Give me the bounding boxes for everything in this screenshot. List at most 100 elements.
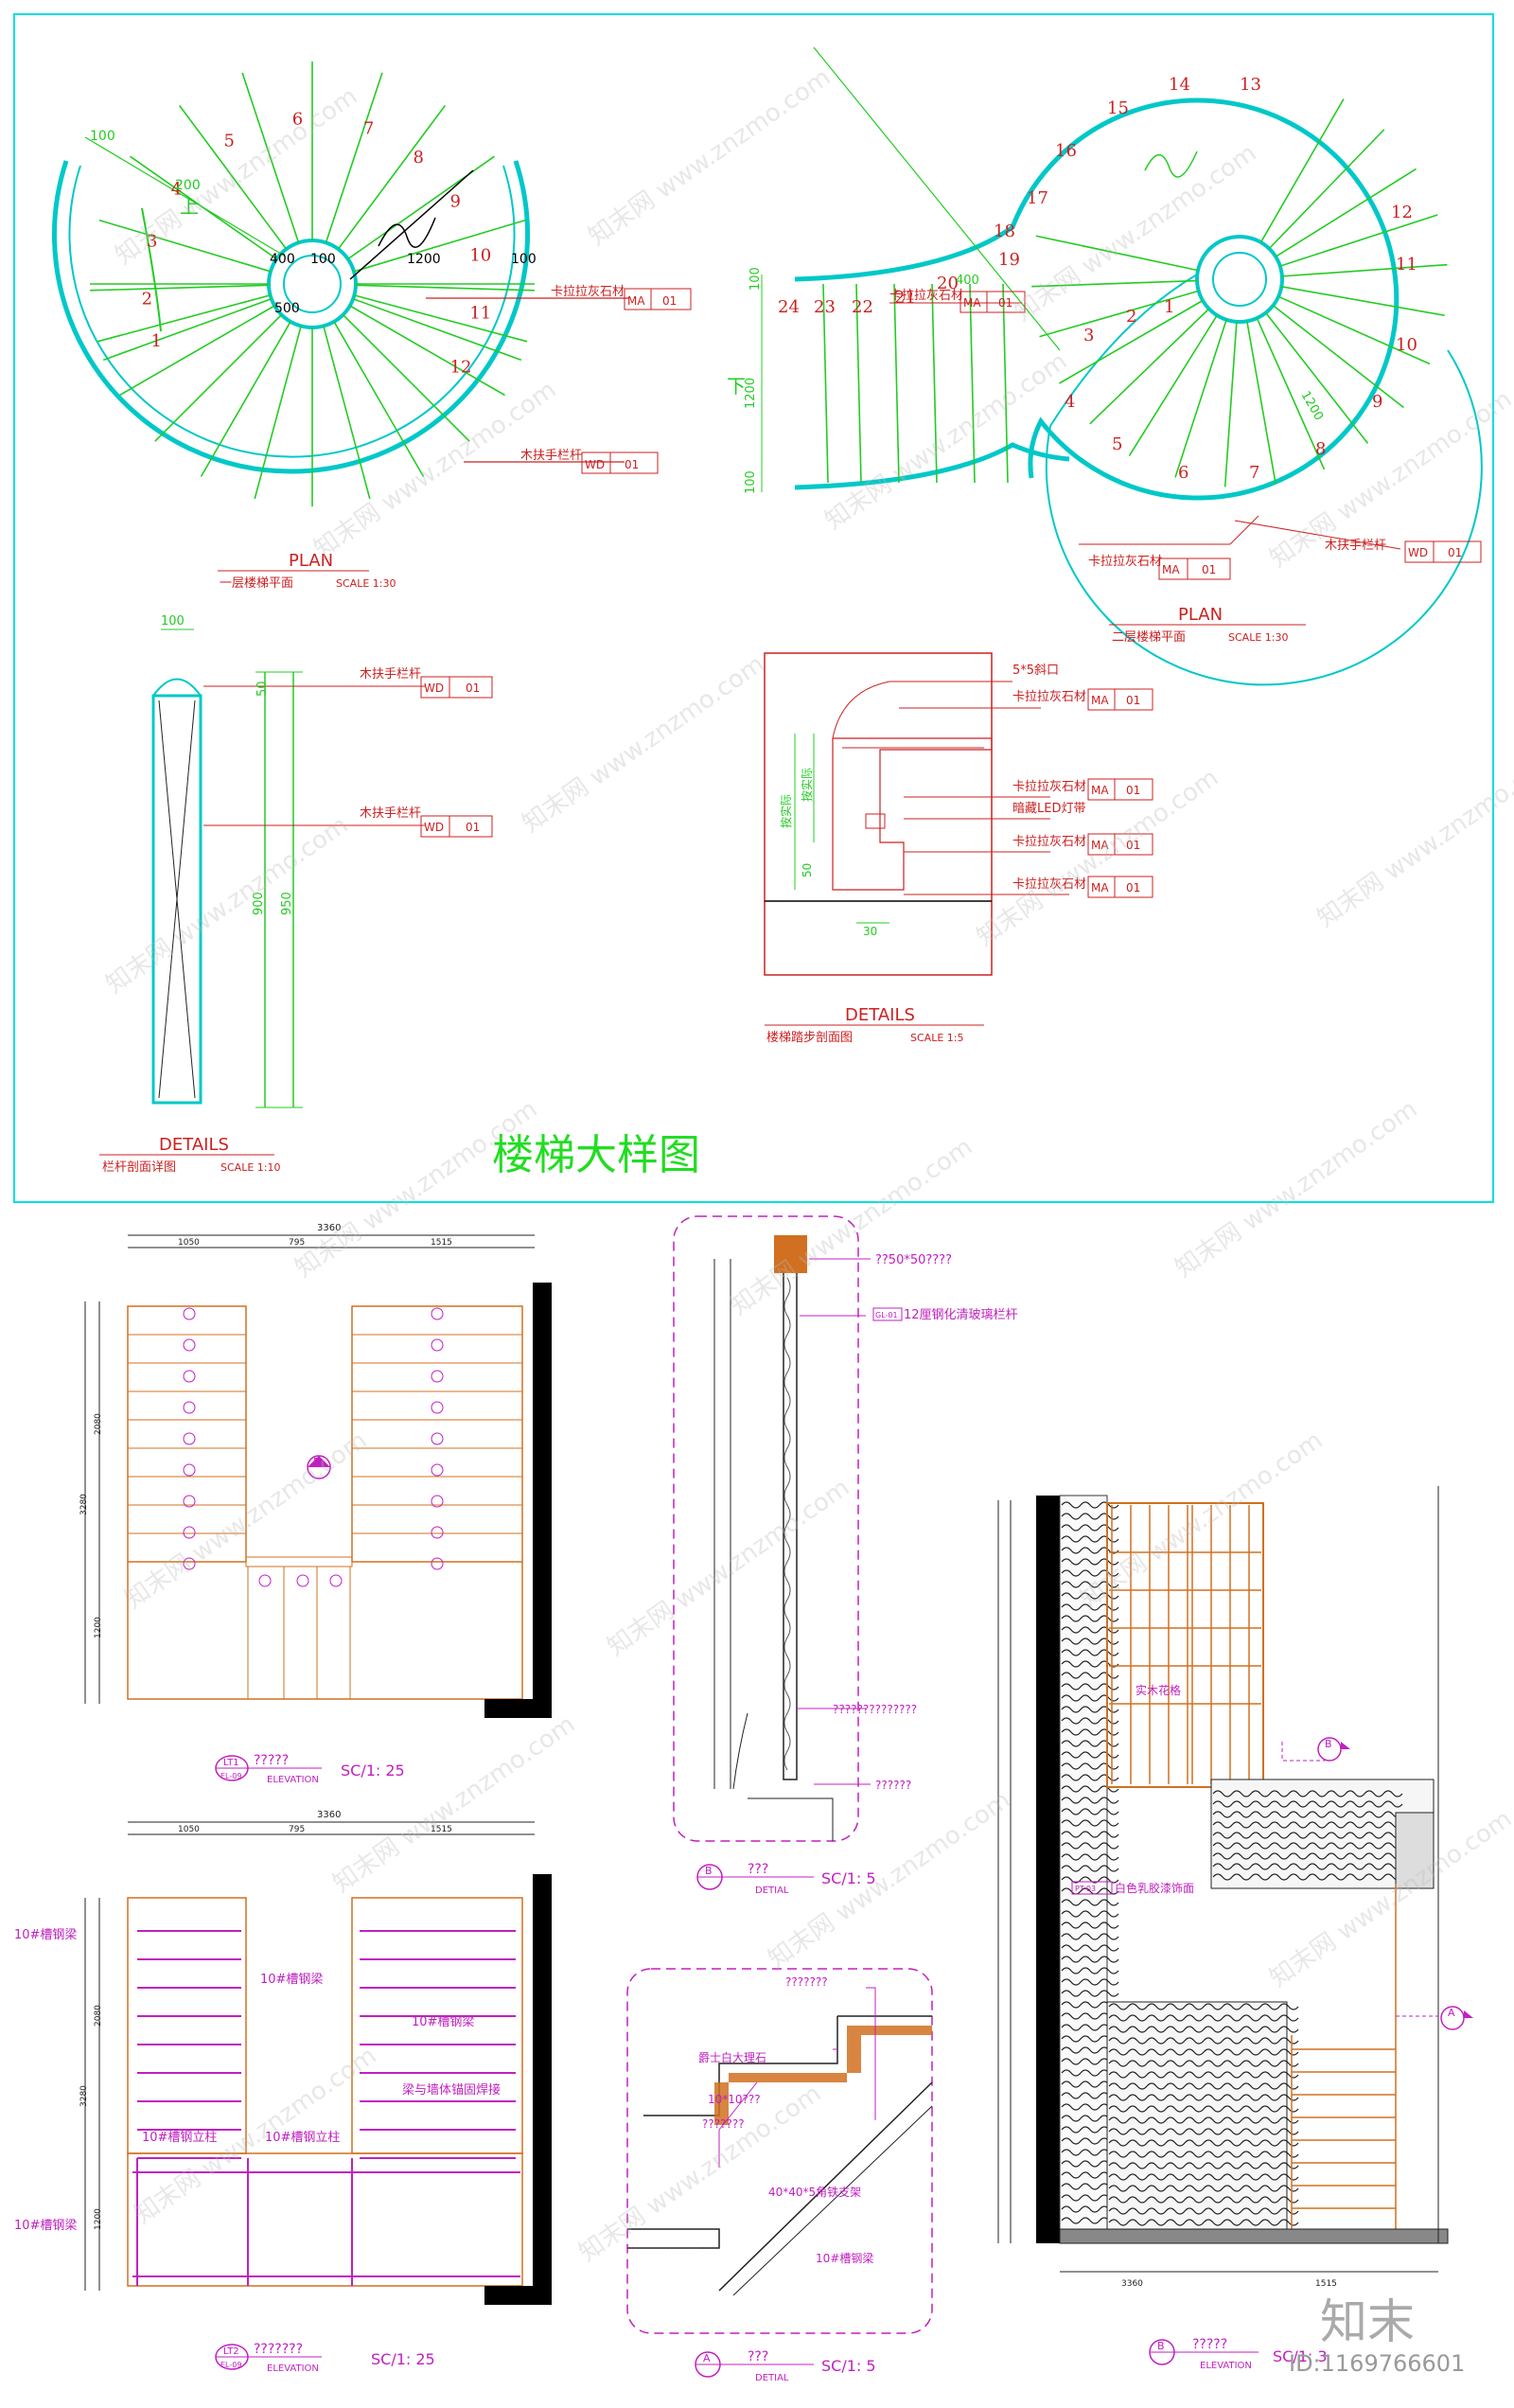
plan1-callout-wood-code: WD <box>585 458 605 471</box>
rail-scale: SCALE 1:10 <box>220 1161 280 1174</box>
elev2-dim-top-1: 1050 <box>178 1825 200 1834</box>
step-heading: DETAILS <box>845 1005 915 1025</box>
elev1-scale: SC/1: 25 <box>341 1762 405 1779</box>
plan1-callout-stone: 卡拉拉灰石材 MA 01 <box>426 285 692 310</box>
plan2-callout-wood-code: WD <box>1408 546 1428 559</box>
elev2-scale: SC/1: 25 <box>371 2350 435 2368</box>
plan2-step-number: 20 <box>937 274 959 293</box>
plan1-dim-7: 100 <box>511 252 537 267</box>
detail-a-caption: DETIAL <box>755 2373 789 2383</box>
elev2-label: 10#槽钢梁 <box>412 2015 474 2029</box>
plan2-callout-stone1: 卡拉拉灰石材 MA 01 <box>889 289 1026 313</box>
detail-b-labels: ??50*50???? GL-01 12厘钢化清玻璃栏杆 ???????????… <box>833 1253 1018 1792</box>
step-callout-num: 01 <box>1126 881 1140 894</box>
watermark-text: 知末网 www.znzmo.com <box>1171 1095 1422 1284</box>
elev1-dim-left-1: 3280 <box>79 1494 89 1515</box>
elev2-label: 10#槽钢立柱 <box>265 2131 340 2145</box>
plan2-callout-wood-num: 01 <box>1448 546 1462 559</box>
detail-a-labels: ??????? 爵士白大理石 10*10??? ??????? 40*40*5角… <box>698 1975 873 2265</box>
rail-dim-4: 950 <box>280 892 294 915</box>
elev2-label: 10#槽钢梁 <box>14 2219 77 2233</box>
detail-a-label-4: ??????? <box>702 2117 745 2131</box>
watermark-text: 知末网 www.znzmo.com <box>101 811 353 1000</box>
plan2-step-number: 1 <box>1164 297 1174 317</box>
plan1-step-number: 5 <box>224 131 235 150</box>
elev3-code: PT-03 <box>1075 1885 1096 1893</box>
elev1-drawing <box>84 1234 552 1718</box>
plan2-callout-stone2: 卡拉拉灰石材 MA 01 <box>1079 515 1259 580</box>
rail-dim-1: 100 <box>161 614 185 629</box>
top-sheet-frame <box>13 13 1494 1203</box>
plan2-step-number: 24 <box>778 297 800 317</box>
elev2-dim-top-2: 795 <box>289 1825 305 1834</box>
plan1-step-number: 7 <box>363 119 374 139</box>
step-callout-code: MA <box>1091 784 1109 797</box>
plan2-callout-stone1-text: 卡拉拉灰石材 <box>889 289 963 303</box>
plan1-step-number: 12 <box>450 358 472 378</box>
elev2-label: 10#槽钢梁 <box>14 1928 77 1942</box>
step-dim-2: 按实际 <box>800 768 814 802</box>
elev2-tag: LT2 <box>223 2346 239 2357</box>
plan2-callout-stone2-code: MA <box>1162 563 1180 576</box>
step-subtitle: 楼梯踏步剖面图 <box>766 1031 853 1045</box>
watermark-text: 知末网 www.znzmo.com <box>726 1133 977 1321</box>
step-dim-1: 按实际 <box>779 794 793 828</box>
elev3-label-paint: 白色乳胶漆饰面 <box>1115 1881 1194 1895</box>
plan2-callout-stone1-code: MA <box>963 296 981 310</box>
plan2-step-number: 19 <box>998 250 1020 270</box>
detail-a-title-block: A ??? DETIAL SC/1: 5 <box>695 2349 876 2383</box>
rail-heading: DETAILS <box>159 1135 229 1155</box>
watermark-corner-logo: 知末 <box>1320 2294 1415 2349</box>
elev3-label-lattice: 实木花格 <box>1136 1683 1181 1697</box>
plan2-step-number: 5 <box>1112 434 1122 454</box>
elev2-dim-left-1: 3280 <box>79 2085 89 2107</box>
step-callout-text: 暗藏LED灯带 <box>1012 802 1085 816</box>
plan2-dim-1: 100 <box>748 267 763 291</box>
rail-callout-1-num: 01 <box>466 682 480 695</box>
elev1-dim-top-2: 795 <box>289 1238 305 1248</box>
elev3-title-block: B ????? ELEVATION SC/1: 3 <box>1149 2337 1328 2371</box>
rail-callout-1-code: WD <box>424 682 444 695</box>
rail-callout-2: 木扶手栏杆 WD 01 <box>360 806 493 838</box>
step-detail-drawing <box>764 652 1069 976</box>
plan1-callout-wood-num: 01 <box>625 458 639 471</box>
watermark-text: 知末网 www.znzmo.com <box>584 63 836 252</box>
watermark-text: 知末网 www.znzmo.com <box>518 650 769 839</box>
watermark-text: 知末网 www.znzmo.com <box>1265 385 1514 574</box>
elev1-dim-top-1: 1050 <box>178 1238 200 1248</box>
elev2-dim-top-3: 1515 <box>431 1825 452 1834</box>
plan1-callout-stone-num: 01 <box>662 294 677 308</box>
elev1-dim-top-3: 1515 <box>431 1238 452 1248</box>
plan1-dim-5: 500 <box>274 301 300 316</box>
plan2-callout-stone2-text: 卡拉拉灰石材 <box>1088 555 1162 569</box>
step-callout-text: 卡拉拉灰石材 <box>1012 690 1086 704</box>
step-callout-num: 01 <box>1126 839 1140 852</box>
plan1-callout-stone-text: 卡拉拉灰石材 <box>551 285 625 299</box>
plan1-step-number: 1 <box>151 331 162 351</box>
plan2-dim-3: 100 <box>744 470 758 494</box>
plan1-step-number: 9 <box>450 192 461 212</box>
watermark-id: ID:1169766601 <box>1289 2350 1465 2377</box>
step-scale: SCALE 1:5 <box>910 1032 963 1044</box>
elev2-dim-left-3: 1200 <box>94 2208 103 2230</box>
detail-a-drawing <box>626 1968 933 2334</box>
rail-callout-2-code: WD <box>424 821 444 834</box>
rail-callout-1-text: 木扶手栏杆 <box>360 667 421 682</box>
plan2-down-label: 下 <box>727 375 746 398</box>
plan2-step-number: 3 <box>1083 326 1094 345</box>
elev2-label: 梁与墙体锚固焊接 <box>402 2082 501 2098</box>
detail-a-label-1: ??????? <box>785 1975 828 1989</box>
elev2-title: ??????? <box>254 2342 303 2357</box>
elev2-dim-top-total: 3360 <box>317 1810 341 1820</box>
step-dim-3: 50 <box>801 863 814 877</box>
plan2-step-number: 11 <box>1396 255 1417 274</box>
step-callout-text: 卡拉拉灰石材 <box>1012 877 1086 892</box>
elev2-tag-sub: EL-09 <box>220 2361 241 2369</box>
rail-callout-2-text: 木扶手栏杆 <box>360 806 421 821</box>
plan2-step-number: 2 <box>1126 307 1136 327</box>
plan1-step-number: 11 <box>469 303 491 323</box>
detail-b-caption: DETIAL <box>755 1886 789 1896</box>
detail-b-code: GL-01 <box>875 1311 898 1319</box>
